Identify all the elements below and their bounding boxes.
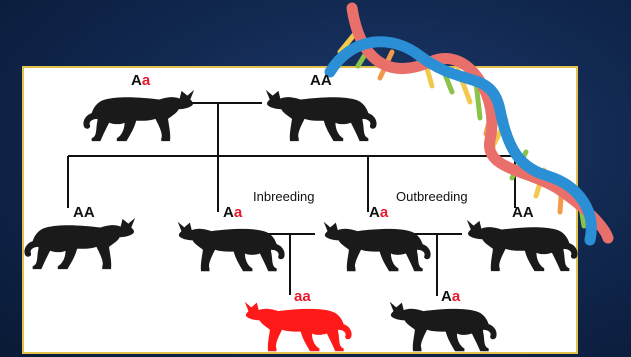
offspring-1-cat-icon [24,218,135,269]
offspring-3-cat-icon [324,222,431,271]
offspring-3-genotype: Aa [369,205,388,220]
offspring-4-genotype: AA [512,205,534,220]
offspring-1-genotype: AA [73,205,95,220]
offspring-4-cat-icon [467,220,578,271]
grandchild-outbred-cat-icon [390,302,497,351]
parent-left-cat-icon [83,90,194,141]
grandchild-outbred-genotype: Aa [441,289,460,304]
parent-right-genotype: AA [310,73,332,88]
offspring-2-genotype: Aa [223,205,242,220]
outbreeding-label: Outbreeding [396,190,468,203]
parent-right-cat-icon [266,90,377,141]
offspring-2-cat-icon [178,222,285,271]
parent-left-genotype: Aa [131,73,150,88]
grandchild-inbred-cat-icon [245,302,352,351]
grandchild-inbred-genotype: aa [294,289,311,304]
inbreeding-label: Inbreeding [253,190,314,203]
